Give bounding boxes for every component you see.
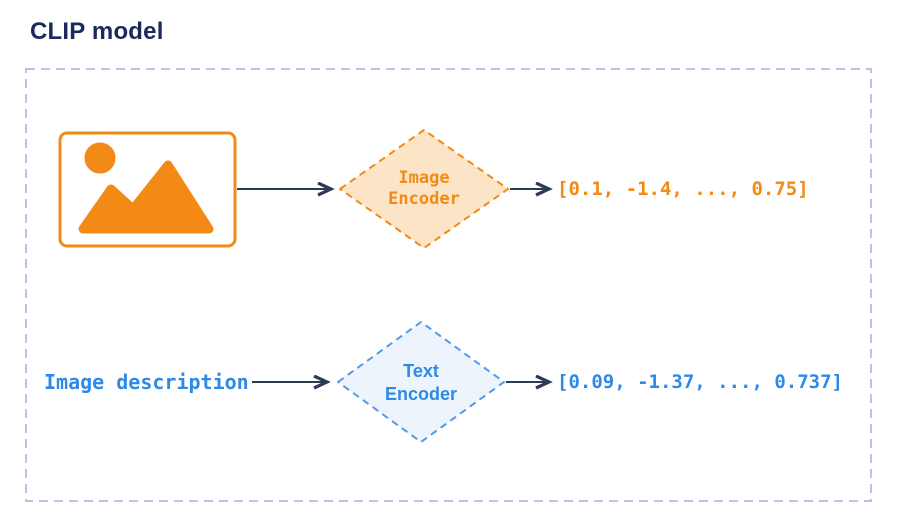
diagram-title: CLIP model [30,18,164,45]
text-embedding-vector: [0.09, -1.37, ..., 0.737] [557,371,843,393]
image-embedding-vector: [0.1, -1.4, ..., 0.75] [557,178,809,200]
text-encoder-label: Text Encoder [384,361,458,404]
image-icon [58,131,237,248]
model-boundary-box [25,68,872,502]
image-icon-sun [84,142,116,174]
image-encoder-node [339,129,509,249]
image-icon-mountains [78,160,214,234]
image-description-input-label: Image description [44,370,249,394]
image-encoder-label: Image Encoder [388,168,460,209]
text-encoder-node [337,321,505,443]
